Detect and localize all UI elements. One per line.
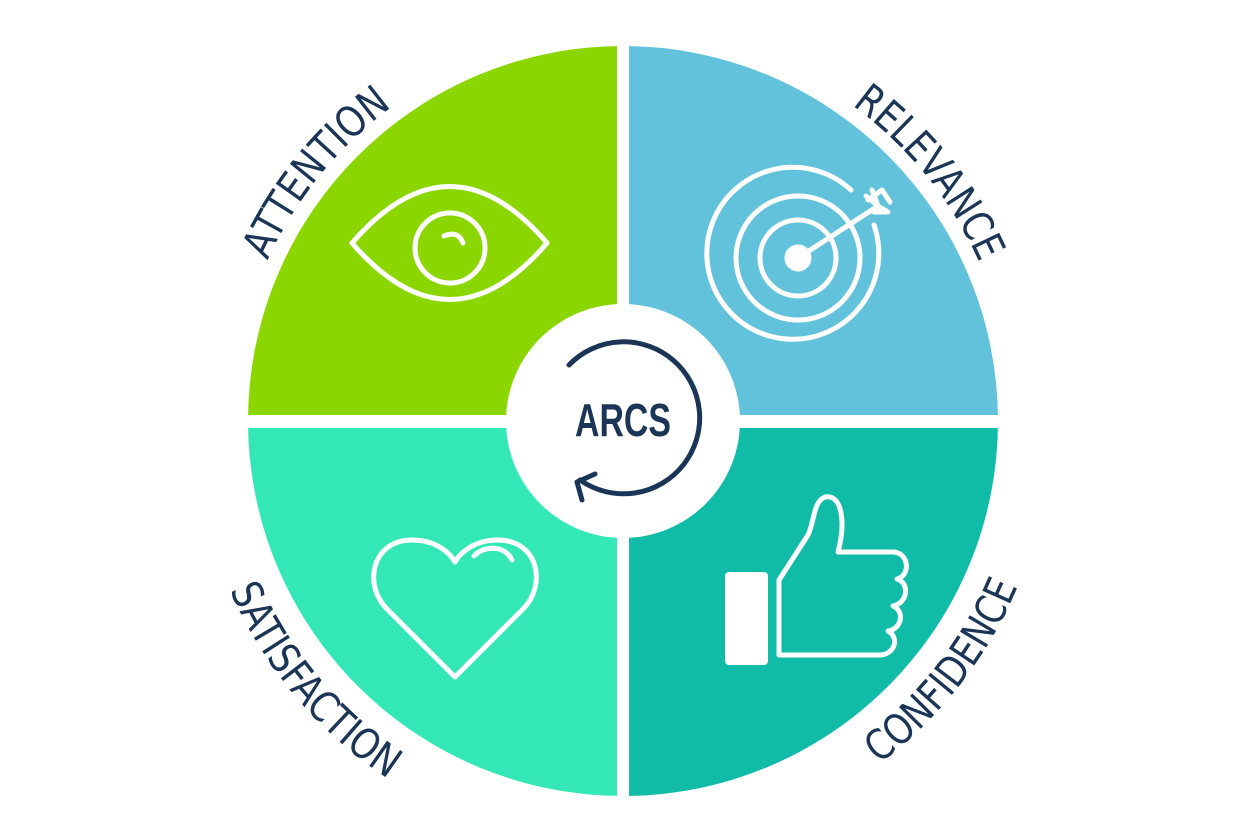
cycle-arrow-icon bbox=[566, 339, 703, 503]
quadrant-satisfaction-fill bbox=[248, 421, 623, 796]
quadrant-confidence-fill bbox=[623, 421, 998, 796]
target-arrow-icon bbox=[704, 164, 893, 342]
quadrant-relevance-fill bbox=[623, 46, 998, 421]
eye-icon bbox=[349, 184, 550, 302]
thumbs-up-icon bbox=[725, 494, 909, 665]
quadrant-confidence bbox=[623, 421, 998, 796]
quadrant-satisfaction bbox=[248, 421, 623, 796]
center-circle bbox=[506, 304, 740, 538]
quadrant-attention-fill bbox=[248, 46, 623, 421]
quadrant-attention bbox=[248, 46, 623, 421]
heart-icon bbox=[371, 537, 539, 680]
quadrant-relevance bbox=[623, 46, 998, 421]
center-label: ARCS bbox=[575, 394, 671, 446]
